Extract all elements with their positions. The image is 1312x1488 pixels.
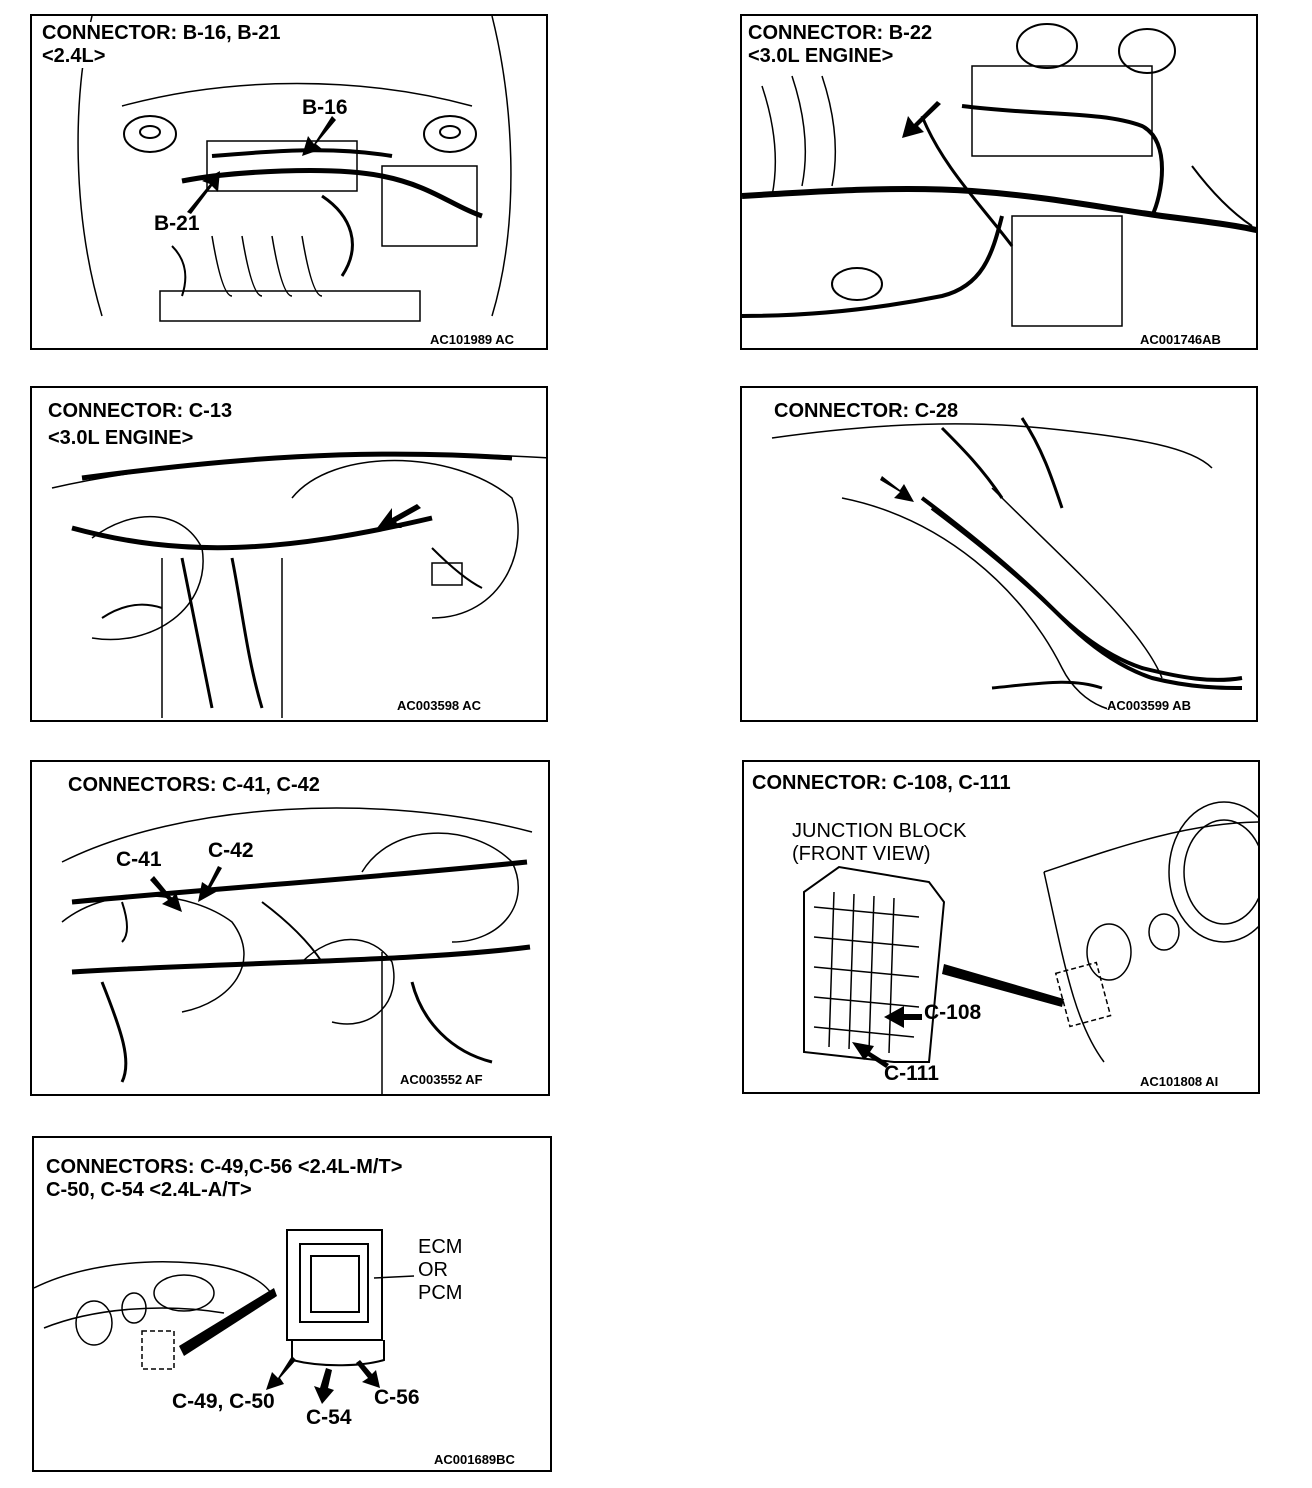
panel-subtitle: <3.0L ENGINE> bbox=[48, 427, 194, 450]
c49-c50-arrow bbox=[266, 1356, 296, 1390]
panel-title: CONNECTOR: B-16, B-21 bbox=[42, 22, 281, 45]
panel-c13: CONNECTOR: C-13 <3.0L ENGINE> AC003598 A… bbox=[30, 386, 548, 722]
junction-block bbox=[803, 865, 946, 1063]
engine-bay-illustration bbox=[77, 16, 512, 322]
c28-arrow bbox=[880, 476, 914, 502]
b21-arrow bbox=[187, 171, 220, 214]
panel-subtitle: C-50, C-54 <2.4L-A/T> bbox=[46, 1179, 252, 1202]
panel-b16-b21: CONNECTOR: B-16, B-21 <2.4L> B-16 B-21 A… bbox=[30, 14, 548, 350]
panel-title: CONNECTOR: C-28 bbox=[774, 400, 959, 423]
b16-arrow bbox=[302, 116, 336, 156]
panel-subtitle: <2.4L> bbox=[42, 45, 106, 68]
c42-arrow bbox=[198, 866, 222, 902]
c108-arrow bbox=[884, 1006, 922, 1028]
c54-arrow bbox=[314, 1368, 334, 1404]
panel-c28: CONNECTOR: C-28 AC003599 AB bbox=[740, 386, 1258, 722]
ecm-label: ECM bbox=[418, 1236, 463, 1258]
c54-callout: C-54 bbox=[306, 1406, 352, 1429]
engine-bay-illustration bbox=[742, 23, 1256, 327]
junction-block-illustration bbox=[803, 801, 1258, 1068]
figure-code: AC003599 AB bbox=[1107, 698, 1192, 713]
c13-arrow bbox=[377, 504, 421, 528]
panel-b22: CONNECTOR: B-22 <3.0L ENGINE> AC001746AB bbox=[740, 14, 1258, 350]
c111-callout: C-111 bbox=[884, 1062, 939, 1085]
c111-arrow bbox=[852, 1042, 889, 1068]
junction-block-label: JUNCTION BLOCK bbox=[792, 820, 967, 842]
panel-subtitle: <3.0L ENGINE> bbox=[748, 45, 894, 68]
panel-title: CONNECTORS: C-41, C-42 bbox=[68, 774, 320, 797]
figure-code: AC101808 AI bbox=[1140, 1074, 1219, 1089]
b16-callout: B-16 bbox=[302, 96, 348, 119]
figure-code: AC003598 AC bbox=[397, 698, 482, 713]
panel-c108-c111: CONNECTOR: C-108, C-111 JUNCTION BLOCK (… bbox=[742, 760, 1260, 1094]
b22-arrow bbox=[902, 101, 941, 138]
b21-callout: B-21 bbox=[154, 212, 200, 235]
console-harness-illustration bbox=[771, 417, 1243, 713]
panel-c49-c56: CONNECTORS: C-49,C-56 <2.4L-M/T> C-50, C… bbox=[32, 1136, 552, 1472]
panel-title: CONNECTORS: C-49,C-56 <2.4L-M/T> bbox=[46, 1156, 403, 1179]
dashboard-harness-illustration bbox=[51, 451, 546, 718]
dashboard-harness-illustration bbox=[61, 807, 533, 1094]
front-view-label: (FRONT VIEW) bbox=[792, 843, 931, 865]
panel-title: CONNECTOR: B-22 bbox=[748, 22, 933, 45]
pcm-label: PCM bbox=[418, 1282, 463, 1304]
c41-arrow bbox=[150, 876, 182, 912]
figure-code: AC003552 AF bbox=[400, 1072, 483, 1087]
c56-callout: C-56 bbox=[374, 1386, 420, 1409]
c108-callout: C-108 bbox=[924, 1001, 982, 1024]
panel-title: CONNECTOR: C-108, C-111 bbox=[752, 772, 1011, 795]
ecm-module bbox=[286, 1229, 415, 1367]
figure-code: AC001746AB bbox=[1140, 332, 1221, 347]
c49-c50-callout: C-49, C-50 bbox=[172, 1390, 275, 1413]
c56-arrow bbox=[356, 1360, 380, 1388]
c42-callout: C-42 bbox=[208, 839, 254, 862]
ecm-illustration bbox=[34, 1229, 415, 1404]
figure-code: AC101989 AC bbox=[430, 332, 515, 347]
figure-code: AC001689BC bbox=[434, 1452, 515, 1467]
c41-callout: C-41 bbox=[116, 848, 162, 871]
panel-title: CONNECTOR: C-13 bbox=[48, 400, 233, 423]
panel-c41-c42: CONNECTORS: C-41, C-42 C-41 C-42 AC00355… bbox=[30, 760, 550, 1096]
or-label: OR bbox=[418, 1259, 448, 1281]
